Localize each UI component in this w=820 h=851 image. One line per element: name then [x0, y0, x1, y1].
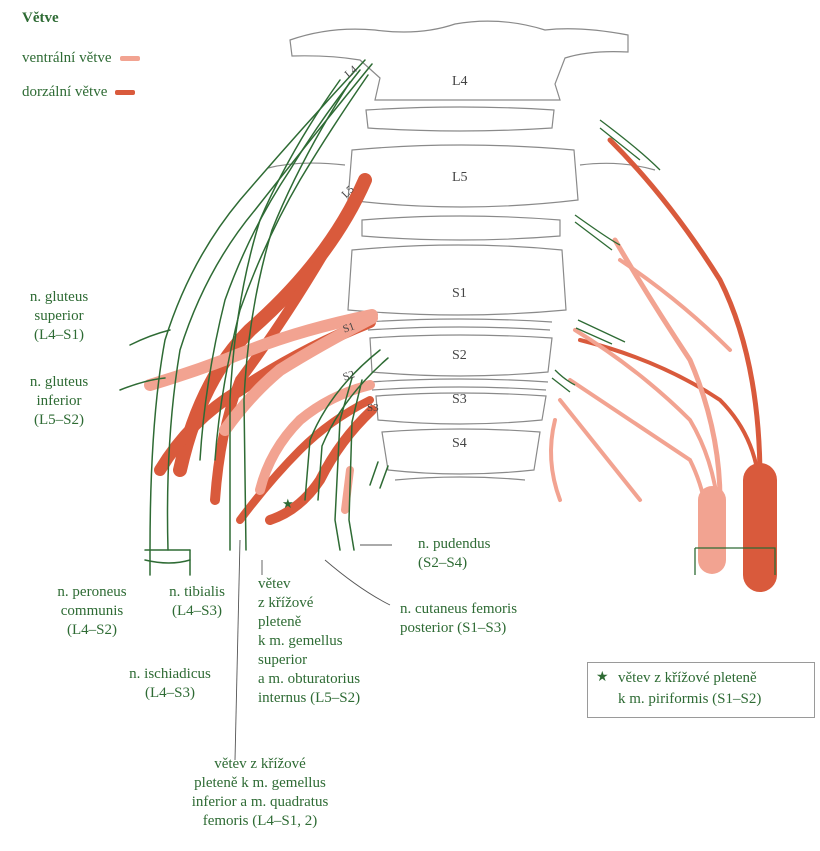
label-line: (L4–S2) [32, 621, 152, 640]
piriformis-note-box: ★ větev z křížové pleteně k m. piriformi… [587, 662, 815, 718]
vertebra-label-l5: L5 [452, 170, 468, 186]
label-line: (L4–S3) [110, 684, 230, 703]
label-tibialis: n. tibialis (L4–S3) [152, 583, 242, 621]
vertebra-label-l4: L4 [452, 74, 468, 90]
label-line: pleteně k m. gemellus [160, 774, 360, 793]
label-line: n. pudendus [418, 535, 491, 554]
label-gluteus-superior: n. gluteus superior (L4–S1) [4, 288, 114, 345]
label-line: pleteně [258, 613, 360, 632]
label-pudendus: n. pudendus (S2–S4) [418, 535, 491, 573]
vertebra-label-s3: S3 [452, 392, 467, 408]
left-ventral-branches [150, 315, 372, 510]
legend-dorsal-label: dorzální větve [22, 84, 107, 101]
label-line: posterior (S1–S3) [400, 619, 517, 638]
right-ventral-branches [551, 240, 730, 560]
label-line: k m. gemellus [258, 632, 360, 651]
label-line: superior [258, 651, 360, 670]
label-gemellus-inferior-branch: větev z křížové pleteně k m. gemellus in… [160, 755, 360, 831]
label-line: (L4–S1) [4, 326, 114, 345]
label-line: větev z křížové pleteně [618, 668, 761, 689]
right-dorsal-branches [580, 140, 760, 575]
vertebra-label-s2: S2 [452, 348, 467, 364]
label-line: n. gluteus [4, 373, 114, 392]
label-line: n. ischiadicus [110, 665, 230, 684]
legend-dorsal: dorzální větve [22, 84, 135, 101]
label-line: (S2–S4) [418, 554, 491, 573]
label-line: k m. piriformis (S1–S2) [618, 689, 761, 710]
label-line: větev [258, 575, 360, 594]
vertebra-label-s4: S4 [452, 436, 467, 452]
label-line: a m. obturatorius [258, 670, 360, 689]
label-line: z křížové [258, 594, 360, 613]
label-line: větev z křížové [160, 755, 360, 774]
piriformis-note-text: větev z křížové pleteně k m. piriformis … [618, 668, 761, 710]
label-cutaneus-femoris-posterior: n. cutaneus femoris posterior (S1–S3) [400, 600, 517, 638]
label-line: inferior [4, 392, 114, 411]
label-line: (L4–S3) [152, 602, 242, 621]
label-line: internus (L5–S2) [258, 689, 360, 708]
legend-ventral-swatch [120, 56, 140, 61]
label-ischiadicus: n. ischiadicus (L4–S3) [110, 665, 230, 703]
label-line: superior [4, 307, 114, 326]
legend-ventral: ventrální větve [22, 50, 140, 67]
vertebra-label-s1: S1 [452, 286, 467, 302]
label-line: (L5–S2) [4, 411, 114, 430]
label-line: n. cutaneus femoris [400, 600, 517, 619]
label-peroneus-communis: n. peroneus communis (L4–S2) [32, 583, 152, 640]
legend-dorsal-swatch [115, 90, 135, 95]
label-line: femoris (L4–S1, 2) [160, 812, 360, 831]
label-line: n. peroneus [32, 583, 152, 602]
right-nerve-outlines [552, 120, 775, 575]
star-icon: ★ [596, 669, 609, 686]
legend-title: Větve [22, 10, 59, 27]
label-line: n. tibialis [152, 583, 242, 602]
label-line: n. gluteus [4, 288, 114, 307]
label-gluteus-inferior: n. gluteus inferior (L5–S2) [4, 373, 114, 430]
label-line: communis [32, 602, 152, 621]
legend-ventral-label: ventrální větve [22, 50, 112, 67]
label-line: inferior a m. quadratus [160, 793, 360, 812]
label-gemellus-superior-branch: větev z křížové pleteně k m. gemellus su… [258, 575, 360, 708]
root-label-s3: S3 [367, 402, 379, 414]
piriformis-star-marker: ★ [282, 497, 294, 512]
